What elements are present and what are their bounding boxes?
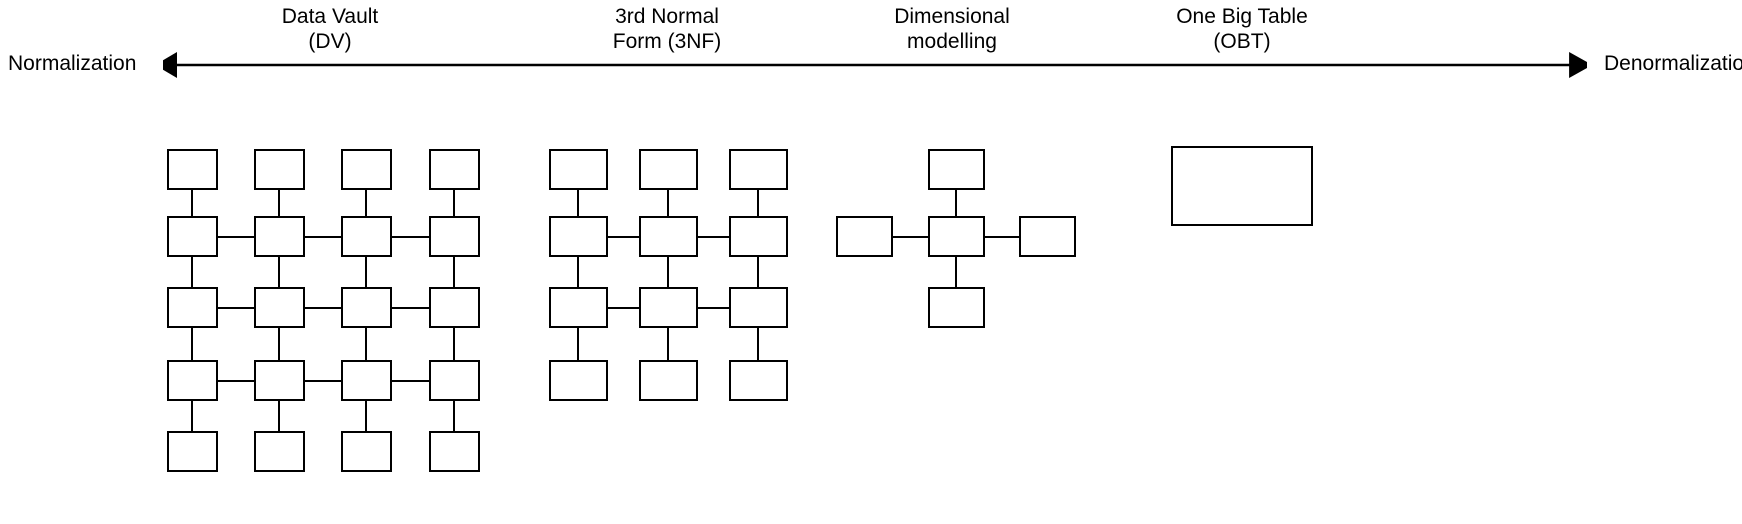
connector-vertical: [365, 328, 368, 360]
connector-horizontal: [392, 307, 429, 310]
node-box[interactable]: [254, 287, 305, 328]
node-box[interactable]: [429, 287, 480, 328]
stage-label-one-big-table: One Big Table (OBT): [1176, 5, 1308, 53]
connector-vertical: [757, 328, 760, 360]
connector-vertical: [577, 190, 580, 216]
connector-vertical: [757, 190, 760, 216]
connector-vertical: [667, 328, 670, 360]
connector-vertical: [667, 190, 670, 216]
node-box[interactable]: [429, 360, 480, 401]
node-box[interactable]: [549, 216, 608, 257]
node-box[interactable]: [167, 360, 218, 401]
node-box[interactable]: [429, 149, 480, 190]
stage-label-dimensional-modelling: Dimensional modelling: [894, 5, 1010, 53]
connector-vertical: [757, 257, 760, 287]
connector-horizontal: [305, 380, 341, 383]
connector-horizontal: [697, 307, 730, 310]
connector-horizontal: [305, 236, 341, 239]
node-box[interactable]: [254, 360, 305, 401]
axis-label-normalization: Normalization: [8, 52, 137, 75]
connector-vertical: [365, 401, 368, 431]
connector-vertical: [278, 328, 281, 360]
node-box[interactable]: [549, 149, 608, 190]
node-box-dimension-right[interactable]: [1019, 216, 1076, 257]
node-box-dimension-left[interactable]: [836, 216, 893, 257]
connector-horizontal: [607, 236, 640, 239]
node-box[interactable]: [729, 149, 788, 190]
connector-vertical: [191, 401, 194, 431]
node-box[interactable]: [639, 216, 698, 257]
connector-horizontal: [392, 236, 429, 239]
node-box-fact[interactable]: [928, 216, 985, 257]
connector-vertical: [191, 257, 194, 287]
node-box-dimension-bottom[interactable]: [928, 287, 985, 328]
connector-horizontal: [392, 380, 429, 383]
connector-vertical: [453, 190, 456, 216]
node-box[interactable]: [639, 287, 698, 328]
node-box[interactable]: [341, 431, 392, 472]
node-box-one-big-table[interactable]: [1171, 146, 1313, 226]
connector-vertical: [365, 190, 368, 216]
connector-horizontal: [218, 236, 254, 239]
connector-vertical: [453, 257, 456, 287]
connector-vertical: [278, 257, 281, 287]
connector-horizontal: [607, 307, 640, 310]
connector-vertical: [191, 328, 194, 360]
connector-vertical: [955, 190, 958, 216]
node-box[interactable]: [429, 431, 480, 472]
node-box[interactable]: [254, 149, 305, 190]
connector-vertical: [191, 190, 194, 216]
connector-horizontal: [305, 307, 341, 310]
connector-vertical: [453, 401, 456, 431]
node-box[interactable]: [729, 287, 788, 328]
connector-horizontal: [218, 307, 254, 310]
connector-vertical: [577, 257, 580, 287]
connector-horizontal: [218, 380, 254, 383]
node-box[interactable]: [341, 216, 392, 257]
node-box[interactable]: [429, 216, 480, 257]
node-box[interactable]: [341, 149, 392, 190]
node-box-dimension-top[interactable]: [928, 149, 985, 190]
axis-label-denormalization: Denormalization: [1604, 52, 1742, 75]
node-box[interactable]: [167, 149, 218, 190]
connector-vertical: [278, 401, 281, 431]
node-box[interactable]: [254, 431, 305, 472]
normalization-spectrum-arrow: [154, 52, 1593, 78]
connector-vertical: [577, 328, 580, 360]
node-box[interactable]: [729, 216, 788, 257]
node-box[interactable]: [167, 216, 218, 257]
connector-horizontal: [893, 236, 929, 239]
connector-vertical: [667, 257, 670, 287]
node-box[interactable]: [729, 360, 788, 401]
connector-vertical: [453, 328, 456, 360]
stage-label-3nf: 3rd Normal Form (3NF): [612, 5, 722, 53]
node-box[interactable]: [167, 287, 218, 328]
connector-vertical: [365, 257, 368, 287]
connector-horizontal: [697, 236, 730, 239]
stage-label-data-vault: Data Vault (DV): [281, 5, 379, 53]
connector-vertical: [278, 190, 281, 216]
node-box[interactable]: [549, 287, 608, 328]
node-box[interactable]: [341, 287, 392, 328]
spectrum-arrow-svg: [154, 52, 1593, 78]
connector-horizontal: [984, 236, 1020, 239]
node-box[interactable]: [254, 216, 305, 257]
node-box[interactable]: [341, 360, 392, 401]
node-box[interactable]: [639, 149, 698, 190]
connector-vertical: [955, 257, 958, 287]
node-box[interactable]: [639, 360, 698, 401]
node-box[interactable]: [167, 431, 218, 472]
node-box[interactable]: [549, 360, 608, 401]
